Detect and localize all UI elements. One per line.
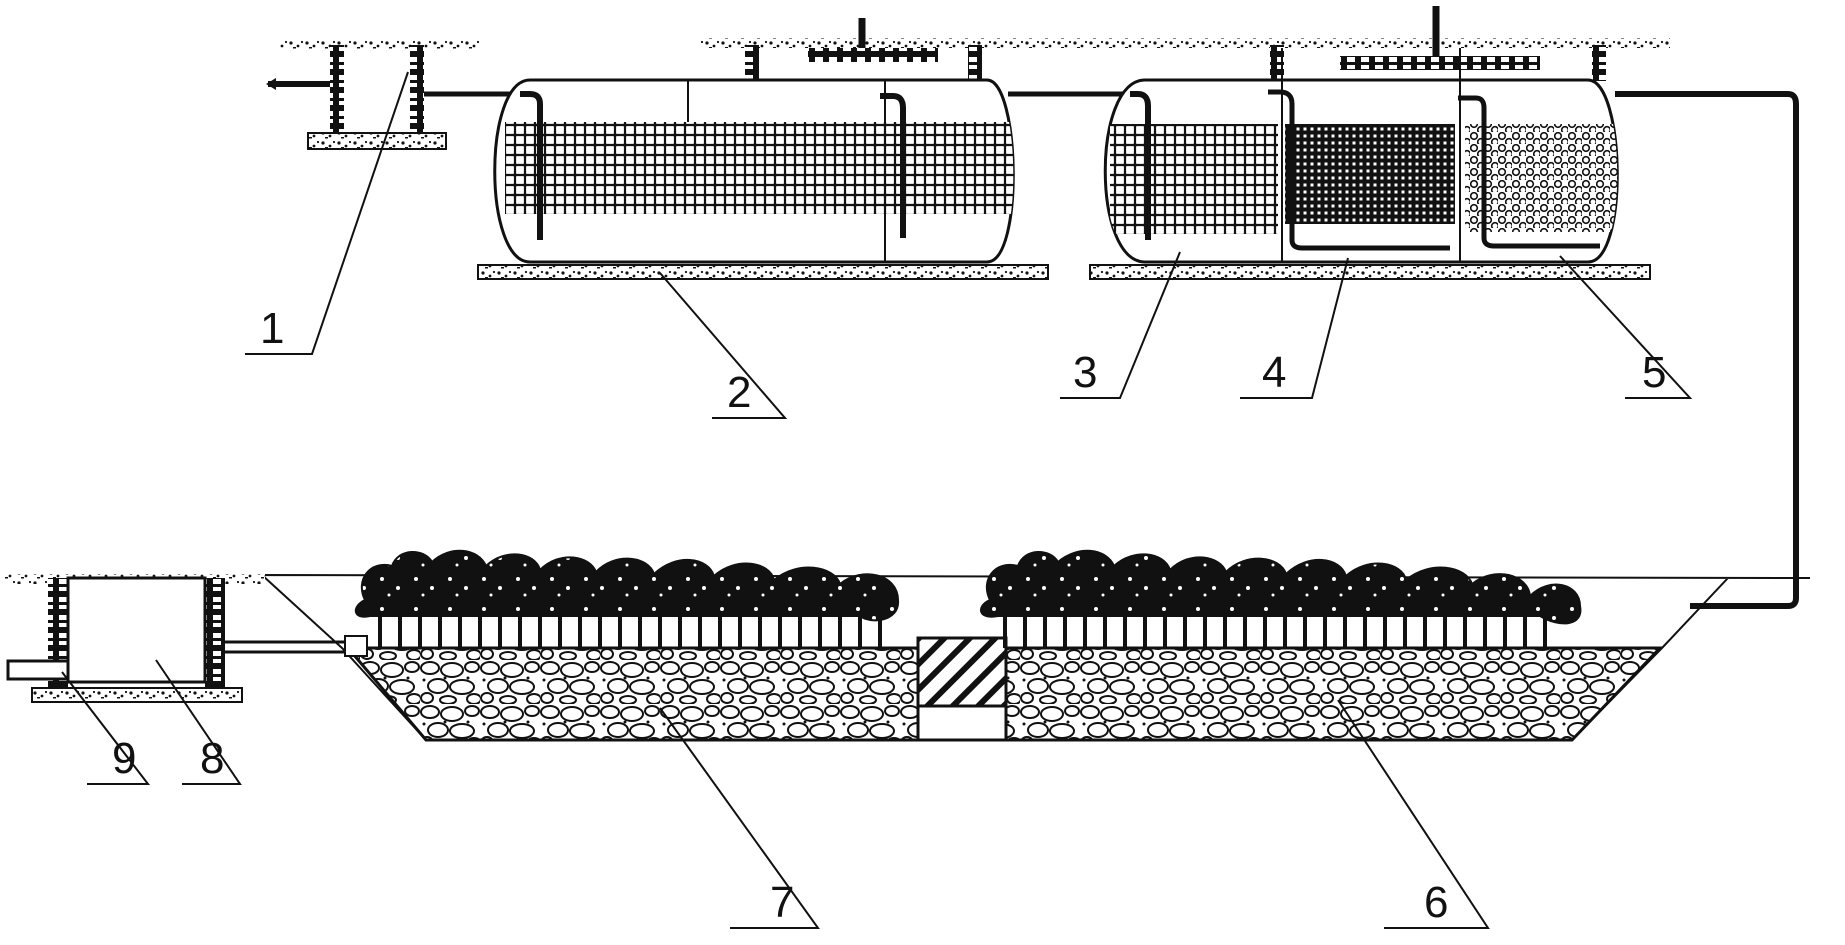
callout-label-3: 3 <box>1073 348 1097 397</box>
callout-label-9: 9 <box>112 734 136 783</box>
tree-row-icon <box>980 549 1582 648</box>
anaerobic-tank <box>477 18 1320 280</box>
treatment-tank <box>1089 6 1670 280</box>
outlet-well <box>5 574 265 703</box>
callout-label-1: 1 <box>260 304 284 353</box>
callout-label-7: 7 <box>770 878 794 927</box>
tree-row-icon <box>354 549 900 648</box>
callout-label-6: 6 <box>1424 878 1448 927</box>
callout-leaders <box>61 71 1693 929</box>
inlet-well <box>266 40 520 150</box>
callout-label-2: 2 <box>727 368 751 417</box>
constructed-wetland <box>222 549 1811 742</box>
callout-label-5: 5 <box>1642 348 1666 397</box>
callout-label-8: 8 <box>200 734 224 783</box>
callout-label-4: 4 <box>1262 348 1286 397</box>
